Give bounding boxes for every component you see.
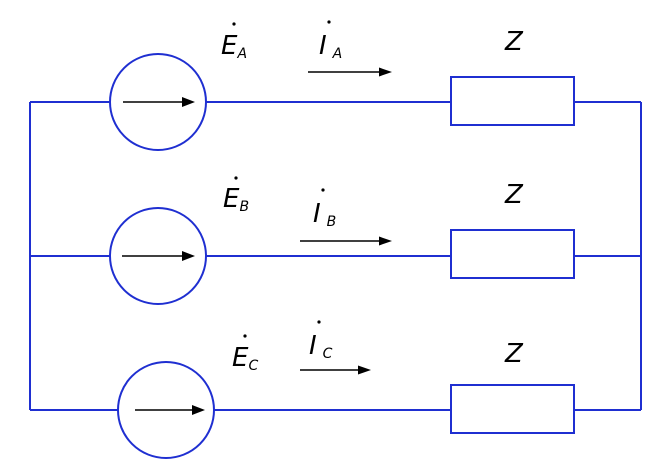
impedance-c-label: Z — [504, 339, 524, 369]
current-b-dot — [321, 188, 325, 192]
current-c-dot — [317, 320, 321, 324]
impedance-b — [450, 229, 575, 279]
impedance-a-label: Z — [504, 27, 524, 57]
emf-b-dot — [234, 176, 238, 180]
current-a-dot — [327, 20, 331, 24]
impedance-a — [450, 76, 575, 126]
emf-b-label: EB — [223, 184, 249, 215]
emf-a-label: EA — [221, 31, 247, 62]
emf-c-label: EC — [232, 343, 258, 374]
impedance-c — [450, 384, 575, 434]
emf-c-dot — [243, 334, 247, 338]
emf-a-dot — [232, 22, 236, 26]
impedance-b-label: Z — [504, 180, 524, 210]
